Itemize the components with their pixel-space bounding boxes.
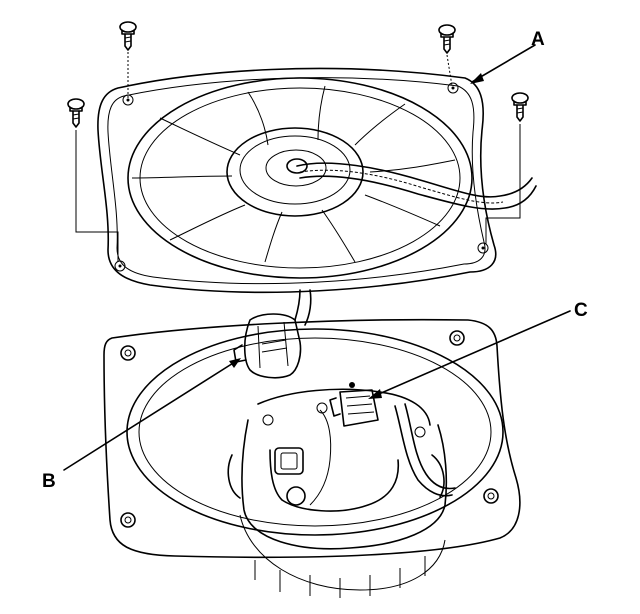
callout-b: B <box>42 471 56 492</box>
callout-c: C <box>574 300 588 321</box>
mounting-panel <box>103 318 521 559</box>
leader-b <box>63 358 241 471</box>
connector-icon <box>329 382 379 427</box>
screw-icon <box>67 98 119 262</box>
leader-a <box>470 44 536 84</box>
speaker <box>97 67 497 294</box>
panel-harness <box>394 403 456 497</box>
speaker-cone-outer <box>127 77 473 279</box>
screw-icon <box>438 24 456 87</box>
screw-icon <box>485 92 529 244</box>
speaker-spokes <box>131 85 456 263</box>
flange-holes <box>114 82 489 272</box>
leader-c <box>368 310 571 399</box>
connector-icon <box>233 313 302 379</box>
speaker-harness <box>294 162 537 326</box>
callout-a: A <box>531 29 545 50</box>
panel-opening <box>126 328 504 536</box>
speaker-flange <box>97 67 497 294</box>
screw-icon <box>119 21 137 98</box>
bracket-icon <box>103 318 521 598</box>
